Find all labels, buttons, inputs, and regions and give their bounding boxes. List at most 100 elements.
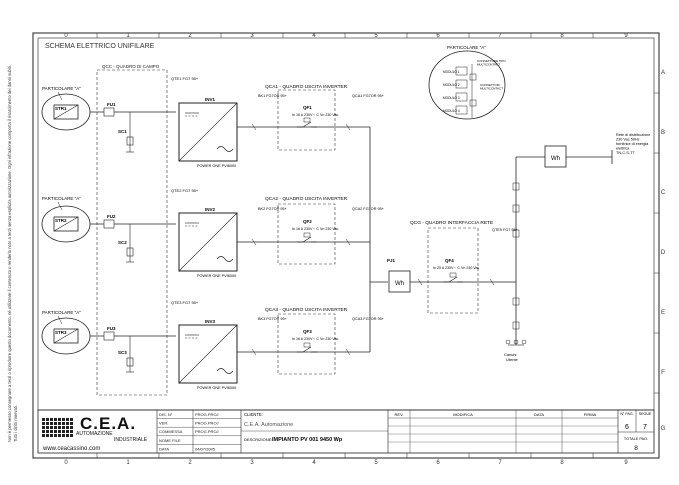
qf4-cable-label: QTE5 FG7 95+ — [492, 228, 519, 232]
description-label: DESCRIZIONE: — [244, 437, 272, 442]
logo-url: www.ceacassino.com — [42, 446, 100, 452]
svg-text:A: A — [661, 70, 665, 76]
qf-label: QF1 — [303, 105, 312, 110]
svg-text:DATA: DATA — [534, 412, 544, 417]
field-panel-label: QCC - QUADRO DI CAMPO — [102, 64, 160, 69]
string-2: PARTICOLARE "A" STR2 FU2 SC2 QTE2 FG7 95… — [41, 188, 385, 278]
fuse-label: FU3 — [107, 326, 116, 331]
bk-right-label: QCA1 FG7OR 95+ — [352, 94, 385, 98]
pv-string-symbol — [41, 93, 91, 131]
svg-text:1: 1 — [126, 460, 130, 466]
page-title: SCHEMA ELETTRICO UNIFILARE — [45, 43, 155, 50]
spd-label: SC1 — [118, 129, 127, 134]
detail-a-modules: MODULO 1 MODULO 2 MODULO 3 MODULO 4 — [443, 64, 477, 118]
next-page-label: SEGUE — [639, 412, 652, 416]
string-id: STR2 — [55, 218, 67, 223]
pv-meter-symbol: Wh — [395, 281, 404, 287]
logo-name: C.E.A. — [80, 414, 136, 433]
grid-energy-meter — [544, 145, 567, 168]
bk-right-label: QCA3 FG7OR 95+ — [352, 317, 385, 321]
cable-label: QTE1 FG7 95+ — [171, 76, 199, 81]
grid-note: Rete di distribuzione 230 Vac 50Hz forni… — [616, 133, 651, 155]
svg-text:DATA: DATA — [159, 446, 169, 451]
detail-a-title: PARTICOLARE "A" — [447, 45, 486, 50]
svg-text:4: 4 — [312, 460, 316, 466]
svg-text:2: 2 — [188, 33, 192, 39]
inverter-label: INV3 — [205, 319, 216, 324]
string-id: STR1 — [55, 106, 67, 111]
svg-text:NOME FILE: NOME FILE — [159, 438, 181, 443]
qf-spec: In 16 A 230V∼ C Vn 230 Vac — [292, 113, 339, 117]
string-3: PARTICOLARE "A" STR3 FU3 SC3 QTE3 FG7 95… — [41, 300, 385, 390]
bk-left-label: BK2 FG7OR 95+ — [258, 207, 288, 211]
grid-meter-symbol: Wh — [551, 156, 560, 162]
spd-label: SC3 — [118, 350, 127, 355]
interface-panel-box — [427, 227, 479, 314]
drawing-frame — [32, 32, 660, 459]
row-letters: A B C D E F G — [661, 70, 666, 432]
inverter-model: POWER ONE PVI6000 — [197, 274, 236, 278]
interface-panel-label: QCG - QUADRO INTERFACCIA RETE — [410, 220, 493, 226]
logo-line2: INDUSTRIALE — [114, 437, 148, 443]
inverter-label: INV1 — [205, 97, 216, 102]
particolare-label: PARTICOLARE "A" — [42, 196, 81, 201]
svg-text:2: 2 — [188, 460, 192, 466]
qf-label: QF2 — [303, 219, 312, 224]
svg-text:MODULO 1: MODULO 1 — [443, 70, 460, 74]
svg-text:PROG.PROJ: PROG.PROJ — [195, 429, 219, 434]
revision-headers: REV. MODIFICA DATA FIRMA — [395, 412, 597, 417]
svg-text:VER.: VER. — [159, 421, 168, 426]
output-panel-label: QCA3 - QUADRO USCITA INVERTER — [265, 307, 348, 313]
page-number-label: N° PAG. — [620, 412, 633, 416]
qf4-spec: In 25 A 230V∼ C Vn 230 Vac — [433, 266, 480, 270]
bk-right-label: QCA2 FG7OR 95+ — [352, 207, 385, 211]
client-value: C.E.A. Automazione — [244, 422, 293, 428]
total-pages-label: TOTALE PAG. — [624, 437, 648, 441]
svg-text:9: 9 — [624, 33, 628, 39]
particolare-label: PARTICOLARE "A" — [42, 86, 81, 91]
svg-text:1: 1 — [126, 33, 130, 39]
svg-text:3: 3 — [250, 33, 254, 39]
qf4-label: QF4 — [445, 258, 454, 263]
output-panel-box — [277, 89, 336, 151]
svg-text:B: B — [661, 130, 665, 136]
spd-symbol — [126, 136, 134, 146]
particolare-label: PARTICOLARE "A" — [42, 310, 81, 315]
svg-text:G: G — [661, 426, 666, 432]
svg-text:8: 8 — [560, 460, 564, 466]
svg-text:F: F — [661, 370, 665, 376]
svg-text:D: D — [661, 250, 666, 256]
qf-label: QF3 — [303, 329, 312, 334]
svg-text:6: 6 — [436, 33, 440, 39]
fuse-symbol — [103, 107, 115, 117]
svg-text:0: 0 — [64, 33, 68, 39]
svg-text:E: E — [661, 310, 665, 316]
svg-text:5: 5 — [374, 33, 378, 39]
qf-spec: In 16 A 230V∼ C Vn 230 Vac — [292, 227, 339, 231]
svg-text:FIRMA: FIRMA — [584, 412, 597, 417]
cable-label: QTE2 FG7 95+ — [171, 188, 199, 193]
svg-text:4: 4 — [312, 33, 316, 39]
svg-text:C: C — [661, 190, 666, 196]
spd-label: SC2 — [118, 240, 127, 245]
pv-energy-meter — [388, 270, 411, 293]
cea-logo: C.E.A. AUTOMAZIONE INDUSTRIALE www.ceaca… — [42, 414, 148, 452]
svg-text:MODULO 2: MODULO 2 — [443, 83, 460, 87]
svg-text:5: 5 — [374, 460, 378, 466]
column-grid — [96, 33, 659, 458]
output-panel-label: QCA1 - QUADRO USCITA INVERTER — [265, 84, 348, 90]
output-panel-label: QCA2 - QUADRO USCITA INVERTER — [265, 196, 348, 202]
cable-label: QTE3 FG7 95+ — [171, 300, 199, 305]
svg-text:PROG.PROJ: PROG.PROJ — [195, 412, 219, 417]
inverter-model: POWER ONE PVI6000 — [197, 164, 236, 168]
pv-meter-id: PJ1 — [387, 258, 396, 263]
description-value: IMPIANTO PV 001 9450 Wp — [272, 437, 343, 443]
title-block — [37, 409, 655, 454]
legal-notice: Non è permesso consegnare a terzi o ripr… — [7, 64, 18, 442]
svg-text:COMMESSA: COMMESSA — [159, 429, 183, 434]
string-id: STR3 — [55, 330, 67, 335]
